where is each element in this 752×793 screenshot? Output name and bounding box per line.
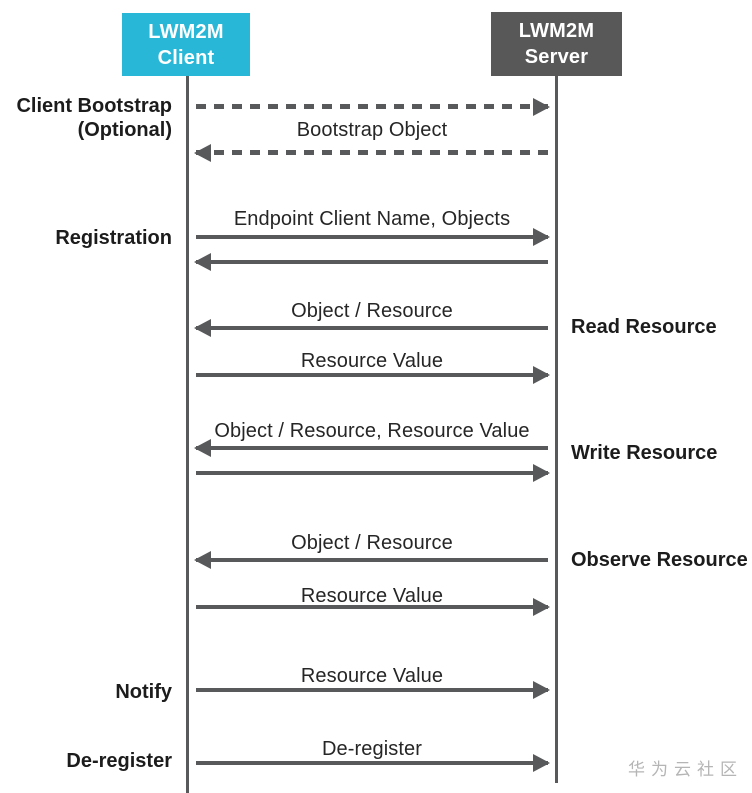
deregister-arrow [196,761,548,765]
section-label-deregister: De-register [66,750,172,772]
section-label-read-resource: Read Resource [571,316,717,338]
message-read-request: Object / Resource [291,300,453,322]
section-label-write-resource: Write Resource [571,442,718,464]
observe-response-arrow [196,605,548,609]
write-request-arrow [196,446,548,450]
write-response-arrow [196,471,548,475]
section-label-client-bootstrap-line1: Client Bootstrap [16,95,172,117]
bootstrap-response-arrow [196,150,548,155]
actor-box-lwm2m-server: LWM2M Server [491,12,622,76]
actor-client-label-line1: LWM2M [148,20,224,43]
message-observe-request: Object / Resource [291,532,453,554]
section-label-notify: Notify [115,681,172,703]
read-request-arrow [196,326,548,330]
bootstrap-request-arrow [196,104,548,109]
observe-request-arrow [196,558,548,562]
actor-client-label-line2: Client [157,46,215,69]
message-notify-value: Resource Value [300,665,444,687]
section-label-client-bootstrap-line2: (Optional) [77,119,172,141]
message-read-response: Resource Value [300,350,444,372]
section-label-registration: Registration [55,227,172,249]
notify-arrow [196,688,548,692]
section-label-observe-resource: Observe Resource [571,549,748,571]
actor-server-label-line1: LWM2M [518,20,595,42]
message-endpoint-client-name: Endpoint Client Name, Objects [233,208,511,230]
client-lifeline [186,76,189,793]
message-deregister: De-register [321,738,423,760]
registration-request-arrow [196,235,548,239]
actor-box-lwm2m-client: LWM2M Client [122,13,250,76]
message-observe-response: Resource Value [300,585,444,607]
message-write-request: Object / Resource, Resource Value [214,420,530,442]
huawei-cloud-community-watermark: 华为云社区 [628,760,743,779]
server-lifeline [555,76,558,783]
actor-server-label-line2: Server [524,46,589,68]
message-bootstrap-object: Bootstrap Object [296,119,448,141]
section-label-client-bootstrap: Client Bootstrap (Optional) [0,94,172,142]
read-response-arrow [196,373,548,377]
registration-response-arrow [196,260,548,264]
